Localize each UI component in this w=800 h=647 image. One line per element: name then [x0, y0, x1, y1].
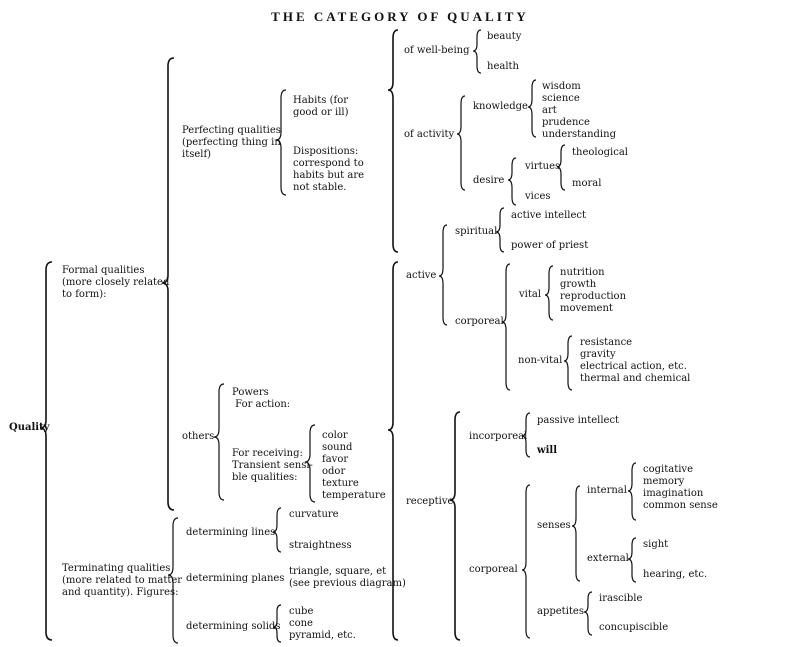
brace-non-vital [563, 335, 573, 391]
node-spiritual: spiritual [455, 226, 498, 237]
node-appetites: appetites [537, 606, 584, 617]
node-sight: sight [643, 539, 669, 550]
node-others: others [182, 431, 215, 442]
node-irascible: irascible [599, 593, 643, 604]
brace-appetites [583, 591, 593, 636]
node-desire: desire [473, 175, 505, 186]
diagram-title: THE CATEGORY OF QUALITY [271, 9, 529, 24]
brace-activity [456, 95, 466, 191]
brace-others [213, 383, 225, 501]
node-of-well-being: of well-being [404, 45, 470, 56]
brace-vital [544, 265, 554, 321]
brace-terminating [167, 517, 179, 644]
node-of-activity: of activity [404, 129, 455, 140]
node-solids-items: cube cone pyramid, etc. [289, 606, 356, 641]
node-formal-qualities: Formal qualities (more closely related t… [62, 265, 170, 300]
node-straightness: straightness [289, 540, 352, 551]
node-vices: vices [525, 191, 551, 202]
node-internal-items: cogitative memory imagination common sen… [643, 464, 718, 511]
brace-spiritual [495, 207, 505, 253]
brace-well-being [472, 29, 482, 74]
node-for-receiving: For receiving: Transient sensi- ble qual… [232, 448, 313, 483]
node-power-of-priest: power of priest [511, 240, 589, 251]
brace-solids [272, 604, 282, 643]
node-internal: internal [587, 485, 627, 496]
node-active: active [406, 270, 437, 281]
node-senses: senses [537, 520, 571, 531]
brace-quality [39, 261, 53, 641]
node-powers-for-action: Powers For action: [232, 387, 291, 410]
brace-corporeal-receptive [521, 484, 531, 639]
node-beauty: beauty [487, 31, 522, 42]
brace-virtues [556, 144, 566, 191]
node-non-vital-items: resistance gravity electrical action, et… [580, 337, 691, 384]
brace-external [627, 537, 637, 583]
brace-internal [627, 462, 637, 521]
node-concupiscible: concupiscible [599, 622, 669, 633]
node-receptive: receptive [406, 496, 454, 507]
node-sensible-qualities: color sound favor odor texture temperatu… [322, 430, 386, 501]
node-non-vital: non-vital [518, 355, 563, 366]
node-virtues: virtues [525, 161, 561, 172]
brace-active [438, 224, 448, 326]
brace-formal [161, 57, 175, 511]
brace-incorporeal [521, 412, 531, 458]
node-health: health [487, 61, 519, 72]
node-planes-items: triangle, square, et (see previous diagr… [289, 566, 406, 589]
node-will: will [537, 445, 558, 456]
node-determining-solids: determining solids [186, 621, 281, 632]
node-curvature: curvature [289, 509, 339, 520]
node-incorporeal: incorporeal [469, 431, 528, 442]
node-theological: theological [572, 147, 628, 158]
node-dispositions: Dispositions: correspond to habits but a… [293, 146, 365, 193]
brace-senses [571, 485, 581, 582]
node-hearing: hearing, etc. [643, 569, 708, 580]
node-determining-planes: determining planes [186, 573, 285, 584]
node-quality: Quality [9, 422, 50, 433]
node-corporeal-active: corporeal [455, 316, 504, 327]
node-vital: vital [519, 289, 542, 300]
brace-quality-split [387, 261, 399, 641]
node-vital-items: nutrition growth reproduction movement [560, 267, 627, 314]
node-active-intellect: active intellect [511, 210, 587, 221]
brace-knowledge [527, 79, 537, 138]
node-moral: moral [572, 178, 602, 189]
node-corporeal-receptive: corporeal [469, 564, 518, 575]
brace-receptive [449, 411, 461, 641]
node-external: external [587, 553, 629, 564]
brace-perfecting [275, 89, 287, 196]
brace-habits-branch [387, 29, 399, 253]
node-habits: Habits (for good or ill) [293, 95, 349, 118]
brace-desire [507, 157, 517, 206]
brace-corporeal-active [501, 263, 511, 391]
node-knowledge: knowledge [473, 101, 528, 112]
node-knowledge-items: wisdom science art prudence understandin… [542, 81, 616, 140]
brace-receiving [304, 424, 316, 503]
node-terminating-qualities: Terminating qualities (more related to m… [62, 563, 183, 598]
node-determining-lines: determining lines [186, 527, 276, 538]
brace-lines [272, 507, 282, 553]
node-perfecting-qualities: Perfecting qualities (perfecting thing i… [182, 125, 281, 160]
node-passive-intellect: passive intellect [537, 415, 620, 426]
